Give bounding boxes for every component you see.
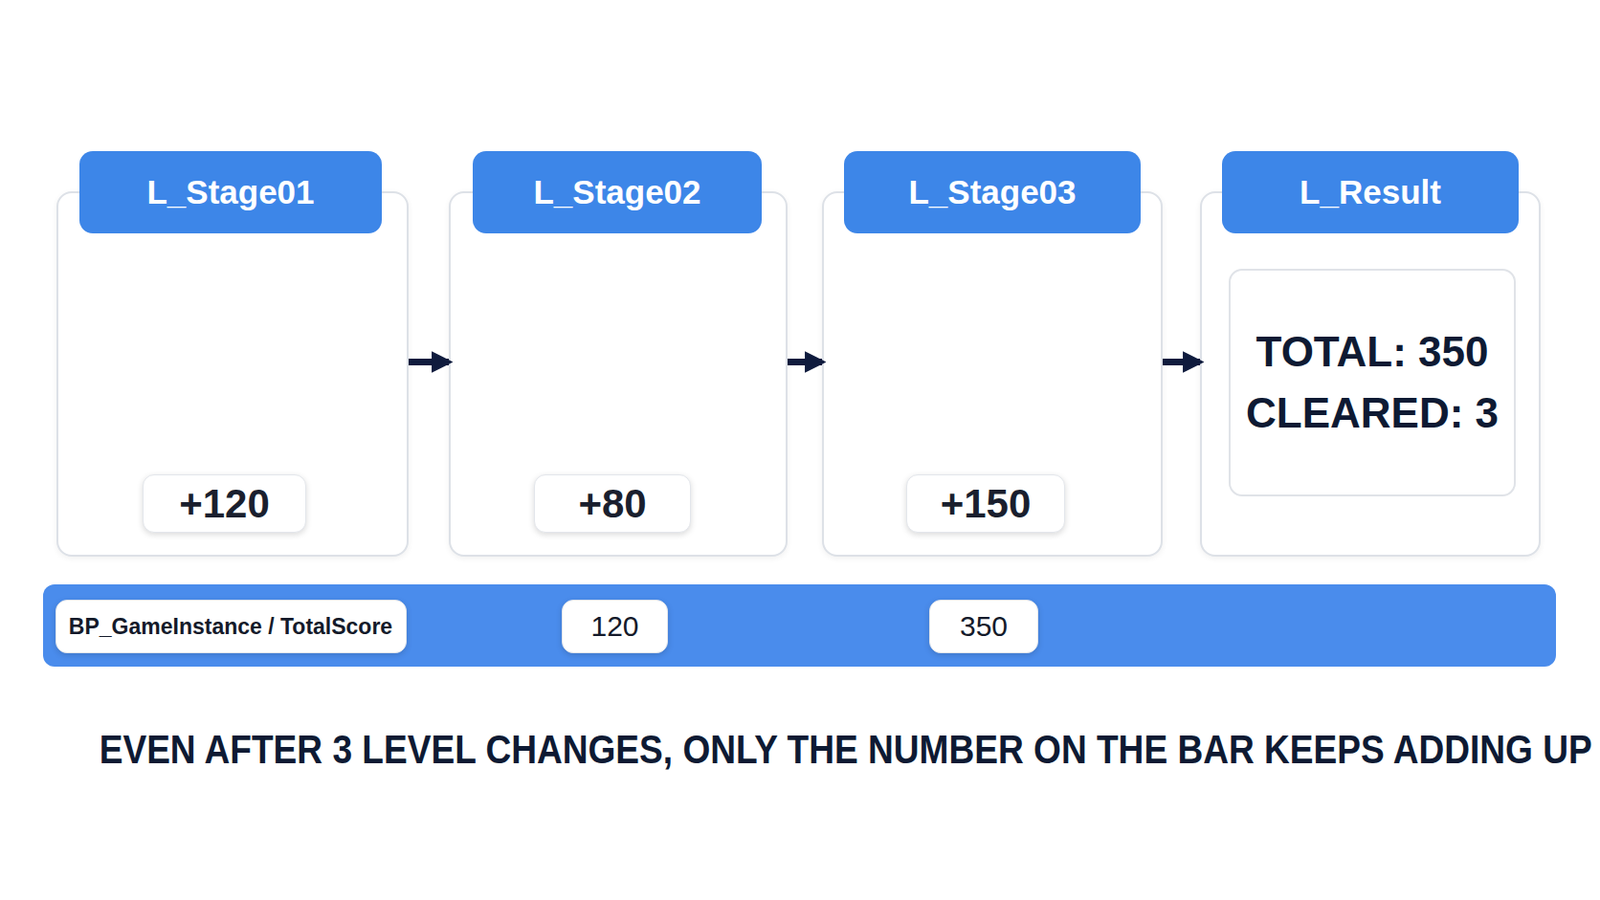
result-line: TOTAL: 350	[1256, 321, 1489, 383]
flow-arrow	[1162, 358, 1200, 366]
level-card: L_Stage01 +120	[56, 151, 409, 557]
level-name: L_Result	[1299, 173, 1442, 212]
flow-arrow	[787, 358, 823, 366]
total-score-value: 350	[959, 610, 1008, 644]
level-card: L_Stage03 +150	[822, 151, 1163, 557]
result-line: CLEARED: 3	[1245, 382, 1499, 445]
score-value: 120	[561, 600, 668, 654]
level-name: L_Stage03	[908, 173, 1076, 212]
caption-text: EVEN AFTER 3 LEVEL CHANGES, ONLY THE NUM…	[99, 727, 1593, 774]
score-box: +80	[533, 474, 691, 534]
level-name-tab: L_Stage03	[844, 151, 1141, 234]
level-name: L_Stage02	[533, 173, 701, 212]
variable-label: BP_GameInstance / TotalScore	[55, 600, 407, 654]
caption-row: EVEN AFTER 3 LEVEL CHANGES, ONLY THE NUM…	[0, 727, 1600, 774]
level-name-tab: L_Stage02	[472, 151, 762, 234]
total-score-value: 120	[590, 610, 639, 644]
flow-arrow	[408, 358, 449, 366]
variable-name: BP_GameInstance / TotalScore	[68, 614, 393, 641]
score-value: 350	[929, 600, 1039, 654]
stage-score: +80	[577, 481, 646, 528]
level-card: L_ResultTOTAL: 350CLEARED: 3	[1200, 151, 1541, 557]
score-box: +120	[142, 474, 307, 534]
stage-score: +150	[940, 481, 1032, 528]
level-name-tab: L_Stage01	[79, 151, 382, 234]
level-card: L_Stage02 +80	[448, 151, 788, 557]
result-box: TOTAL: 350CLEARED: 3	[1228, 268, 1516, 497]
level-name: L_Stage01	[146, 173, 314, 212]
stage-score: +120	[178, 481, 270, 528]
level-name-tab: L_Result	[1222, 151, 1519, 234]
score-box: +150	[906, 474, 1066, 534]
